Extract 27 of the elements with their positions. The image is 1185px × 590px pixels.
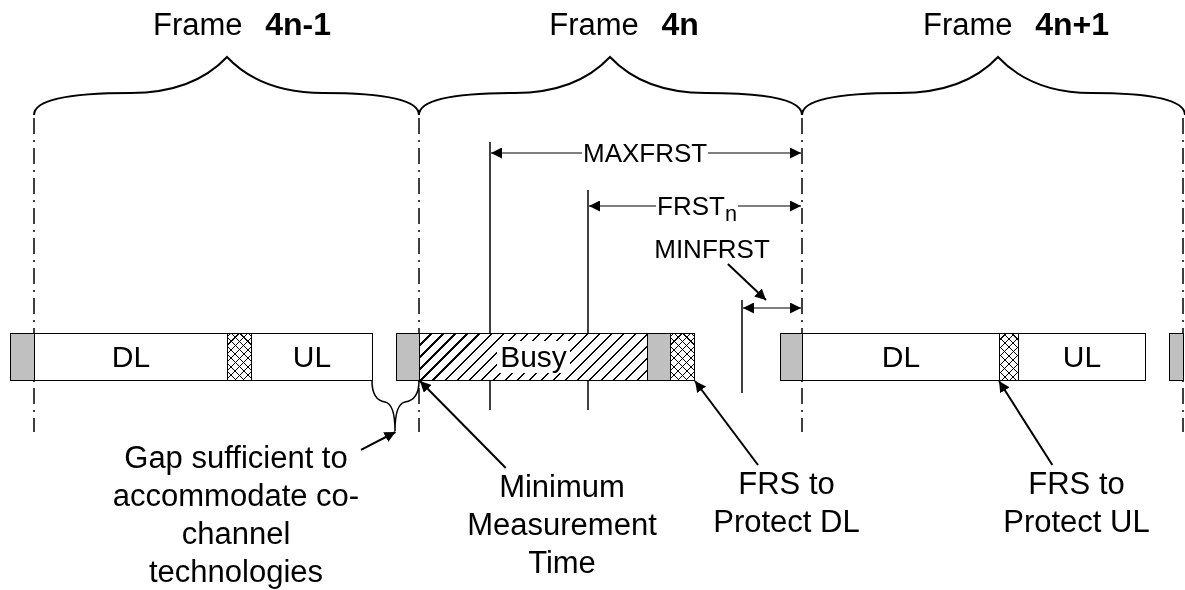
leader-line (360, 431, 397, 451)
callout-text: FRS to Protect UL (984, 465, 1169, 541)
bar-segment: UL (1018, 333, 1146, 381)
leader-line (694, 380, 759, 466)
callout-text: FRS to Protect DL (694, 465, 879, 541)
callout-text: Minimum Measurement Time (462, 468, 662, 582)
shaded-segment (647, 333, 671, 381)
hatched-segment: Busy (419, 333, 648, 381)
frame-label: Frame 4n (548, 6, 700, 43)
bar-segment: DL (34, 333, 228, 381)
frame-label: Frame 4n-1 (152, 6, 332, 43)
shaded-segment (10, 333, 35, 381)
crosshatch-segment (999, 333, 1019, 381)
shaded-segment (396, 333, 420, 381)
leader-line (419, 380, 507, 469)
bar-segment: UL (251, 333, 373, 381)
bar-segment: DL (802, 333, 1000, 381)
brace (371, 381, 420, 432)
crosshatch-segment (227, 333, 252, 381)
frame-label: Frame 4n+1 (922, 6, 1110, 43)
leader-line (726, 263, 767, 301)
shaded-segment (1169, 333, 1184, 381)
crosshatch-segment (670, 333, 695, 381)
leader-line (998, 380, 1054, 466)
callout-text: Gap sufficient to accommodate co-channel technologies (111, 439, 361, 590)
shaded-segment (780, 333, 803, 381)
dimension-label: MINFRST (646, 234, 778, 264)
